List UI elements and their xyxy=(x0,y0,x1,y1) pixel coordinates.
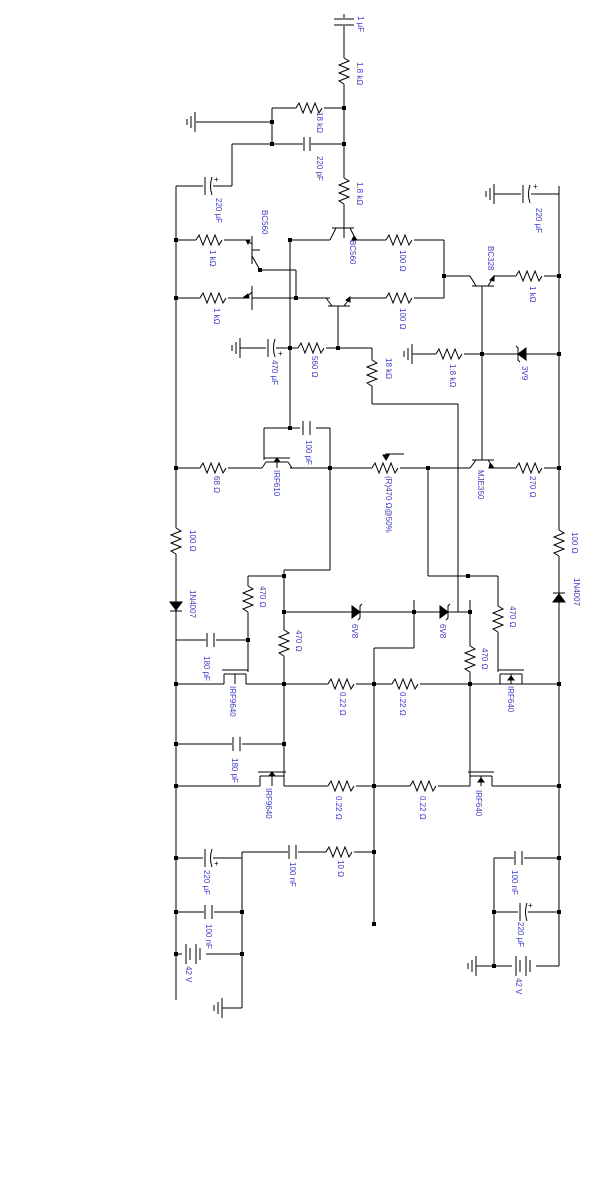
label-d-r: 1N4007 xyxy=(572,578,581,607)
ground-icon xyxy=(467,956,477,976)
label-pot: (R)470 Ω@50% xyxy=(384,476,393,533)
batteries xyxy=(182,940,536,980)
label-r-18k-z: 1.8 kΩ xyxy=(448,364,457,387)
label-r-fb: 18 kΩ xyxy=(315,112,324,133)
component-labels: 1 µF 1.8 kΩ 18 kΩ 220 pF 1.8 kΩ 220 µF 2… xyxy=(184,16,581,995)
mosfet-m2 xyxy=(258,771,286,786)
svg-text:+: + xyxy=(528,901,533,910)
label-c-100n-bl: 100 nF xyxy=(204,924,213,949)
transistor-q2 xyxy=(242,286,260,310)
label-q4: MJE350 xyxy=(476,470,485,500)
label-r-q5: 1 kΩ xyxy=(528,286,537,303)
label-zener-ref: 3V9 xyxy=(520,366,529,381)
label-d-l: 1N4007 xyxy=(188,590,197,619)
label-z-6v8-a: 6V8 xyxy=(350,624,359,639)
label-r-in1: 1.8 kΩ xyxy=(355,62,364,85)
mosfet-m1 xyxy=(222,669,248,684)
label-r-em2: 100 Ω xyxy=(398,308,407,330)
mosfet-m4 xyxy=(468,771,494,786)
label-c-fb: 220 pF xyxy=(315,156,324,181)
label-r-022-a: 0.22 Ω xyxy=(338,692,347,716)
label-q2: BC560 xyxy=(348,240,357,265)
label-r-10: 10 Ω xyxy=(336,860,345,877)
label-r-100-r: 100 Ω xyxy=(570,532,579,554)
svg-text:+: + xyxy=(214,175,219,184)
label-m3: IRF640 xyxy=(506,686,515,713)
transistor-q5 xyxy=(469,274,495,294)
label-r-560: 560 Ω xyxy=(310,356,319,378)
label-r-470-c: 470 Ω xyxy=(508,606,517,628)
ground-icon xyxy=(485,184,495,204)
label-c-100n-zob: 100 nF xyxy=(288,862,297,887)
label-c-top-r: 220 µF xyxy=(534,208,543,233)
label-r-470-d: 470 Ω xyxy=(480,648,489,670)
ground-icon xyxy=(403,344,413,364)
label-c-180-a: 180 pF xyxy=(202,656,211,681)
label-q3: IRF610 xyxy=(272,470,281,497)
svg-text:+: + xyxy=(533,182,538,191)
label-c-top-l: 220 µF xyxy=(214,198,223,223)
label-c-in: 1 µF xyxy=(356,16,365,32)
capacitors: + + + + xyxy=(203,18,538,922)
label-r-in2: 1.8 kΩ xyxy=(355,182,364,205)
label-c-100p: 100 pF xyxy=(304,440,313,465)
label-q5: BC328 xyxy=(486,246,495,271)
mosfet-q3 xyxy=(261,457,293,469)
label-c-220-br: 220 µF xyxy=(516,922,525,947)
label-r-68: 68 Ω xyxy=(212,476,221,493)
label-r-022-d: 0.22 Ω xyxy=(418,796,427,820)
label-r-em1: 100 Ω xyxy=(398,250,407,272)
transistor-q-mid xyxy=(325,296,351,314)
label-z-6v8-b: 6V8 xyxy=(438,624,447,639)
label-r-18k-mid: 18 kΩ xyxy=(384,358,393,379)
junction-dots xyxy=(174,106,561,968)
diodes xyxy=(169,345,566,621)
transistor-q4 xyxy=(469,454,496,469)
label-r-100-l: 100 Ω xyxy=(188,530,197,552)
mosfet-m3 xyxy=(498,669,524,684)
label-q1: BC560 xyxy=(260,210,269,235)
label-r-022-b: 0.22 Ω xyxy=(398,692,407,716)
svg-text:+: + xyxy=(214,859,219,868)
label-c-470: 470 µF xyxy=(270,360,279,385)
label-c-100n-br: 100 nF xyxy=(510,870,519,895)
label-m4: IRF640 xyxy=(474,790,483,817)
ground-symbols xyxy=(186,112,495,1018)
label-c-220-bl: 220 µF xyxy=(202,870,211,895)
label-c-180-b: 180 pF xyxy=(230,758,239,783)
svg-text:+: + xyxy=(278,349,283,358)
ground-icon xyxy=(213,998,223,1018)
label-r-q1: 1 kΩ xyxy=(208,250,217,267)
ground-icon xyxy=(186,112,196,132)
label-r-270: 270 Ω xyxy=(528,476,537,498)
transistors xyxy=(222,220,524,786)
label-m2: IRF9640 xyxy=(264,788,273,819)
label-m1: IRF9640 xyxy=(228,686,237,717)
ground-icon xyxy=(231,338,241,358)
resistors xyxy=(168,57,567,860)
label-r-022-c: 0.22 Ω xyxy=(334,796,343,820)
label-r-q2: 1 kΩ xyxy=(212,308,221,325)
label-r-470-b: 470 Ω xyxy=(294,630,303,652)
transistor-q-top xyxy=(329,220,358,241)
label-r-470-a: 470 Ω xyxy=(258,586,267,608)
wiring xyxy=(175,14,560,1009)
label-bat-l: 42 V xyxy=(184,966,193,983)
transistor-q1 xyxy=(245,236,261,271)
label-bat-r: 42 V xyxy=(514,978,523,995)
